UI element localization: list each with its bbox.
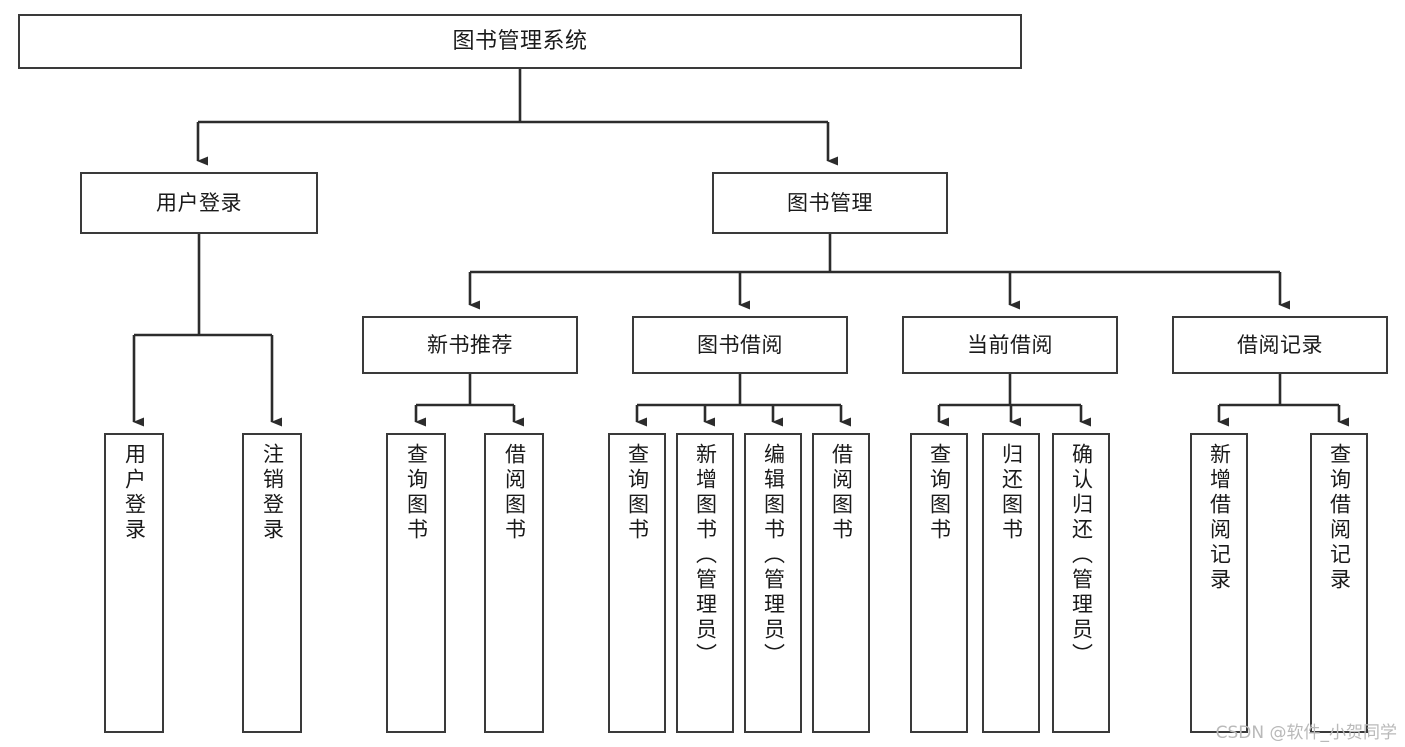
node-leaf-return-book-label: 归还图书 [999, 443, 1024, 543]
node-leaf-user-login-label: 用户登录 [122, 443, 147, 543]
node-leaf-query-book-recommend-label: 查询图书 [404, 443, 429, 543]
node-leaf-query-book-current[interactable]: 查询图书 [910, 433, 968, 733]
node-leaf-borrow-book-recommend-label: 借阅图书 [502, 443, 527, 543]
node-book-borrow-label: 图书借阅 [697, 332, 783, 357]
node-leaf-query-borrow-record[interactable]: 查询借阅记录 [1310, 433, 1368, 733]
node-user-login[interactable]: 用户登录 [80, 172, 318, 234]
node-leaf-add-borrow-record-label: 新增借阅记录 [1207, 443, 1232, 593]
node-leaf-logout-label: 注销登录 [260, 443, 285, 543]
node-current-borrow[interactable]: 当前借阅 [902, 316, 1118, 374]
node-new-book-recommend[interactable]: 新书推荐 [362, 316, 578, 374]
node-borrow-record-label: 借阅记录 [1237, 332, 1323, 357]
node-leaf-borrow-book[interactable]: 借阅图书 [812, 433, 870, 733]
node-new-book-recommend-label: 新书推荐 [427, 332, 513, 357]
node-leaf-edit-book[interactable]: 编辑图书（管理员） [744, 433, 802, 733]
node-borrow-record[interactable]: 借阅记录 [1172, 316, 1388, 374]
node-leaf-add-book-label: 新增图书（管理员） [693, 443, 718, 668]
node-leaf-return-book[interactable]: 归还图书 [982, 433, 1040, 733]
node-book-borrow[interactable]: 图书借阅 [632, 316, 848, 374]
node-user-login-label: 用户登录 [156, 190, 242, 215]
node-leaf-edit-book-label: 编辑图书（管理员） [761, 443, 786, 668]
node-leaf-add-borrow-record[interactable]: 新增借阅记录 [1190, 433, 1248, 733]
node-book-manage-label: 图书管理 [787, 190, 873, 215]
node-leaf-add-book[interactable]: 新增图书（管理员） [676, 433, 734, 733]
node-leaf-query-book-current-label: 查询图书 [927, 443, 952, 543]
node-leaf-borrow-book-label: 借阅图书 [829, 443, 854, 543]
node-leaf-confirm-return[interactable]: 确认归还（管理员） [1052, 433, 1110, 733]
node-leaf-borrow-book-recommend[interactable]: 借阅图书 [484, 433, 544, 733]
node-leaf-user-login[interactable]: 用户登录 [104, 433, 164, 733]
node-root-label: 图书管理系统 [452, 28, 588, 54]
node-current-borrow-label: 当前借阅 [967, 332, 1053, 357]
node-leaf-query-book-borrow-label: 查询图书 [625, 443, 650, 543]
csdn-watermark: CSDN @软件_小贺同学 [1215, 723, 1397, 743]
node-root[interactable]: 图书管理系统 [18, 14, 1022, 69]
node-leaf-query-borrow-record-label: 查询借阅记录 [1327, 443, 1352, 593]
node-leaf-logout[interactable]: 注销登录 [242, 433, 302, 733]
node-leaf-query-book-borrow[interactable]: 查询图书 [608, 433, 666, 733]
node-leaf-confirm-return-label: 确认归还（管理员） [1069, 443, 1094, 668]
node-book-manage[interactable]: 图书管理 [712, 172, 948, 234]
node-leaf-query-book-recommend[interactable]: 查询图书 [386, 433, 446, 733]
